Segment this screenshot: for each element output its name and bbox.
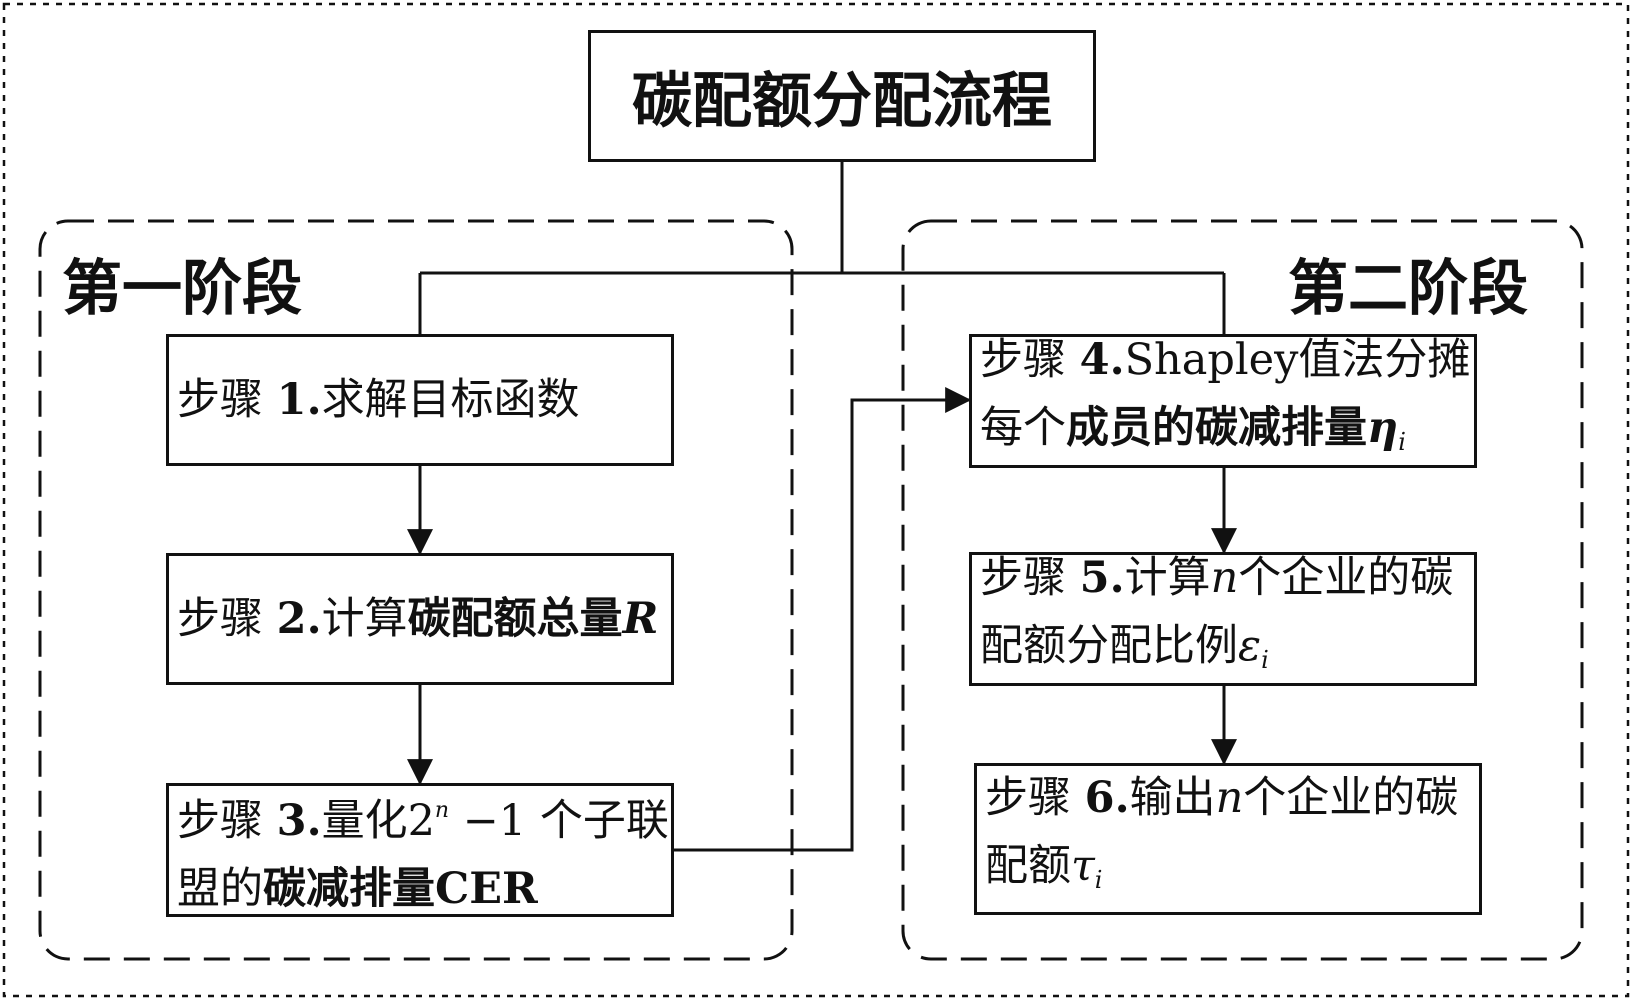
step2-box: 步骤 2.计算碳配额总量R	[166, 553, 674, 685]
step4-box: 步骤 4.Shapley值法分摊每个成员的碳减排量ηi	[969, 334, 1477, 468]
title-box: 碳配额分配流程	[588, 30, 1096, 162]
step1-text: 步骤 1.求解目标函数	[177, 375, 580, 425]
step6-text: 步骤 6.输出n个企业的碳配额τi	[985, 773, 1459, 894]
step2-text: 步骤 2.计算碳配额总量R	[177, 594, 659, 644]
stage2-region	[901, 219, 1584, 961]
step4-text: 步骤 4.Shapley值法分摊每个成员的碳减排量ηi	[980, 335, 1471, 456]
stage1-region	[38, 219, 794, 961]
step5-box: 步骤 5.计算n个企业的碳配额分配比例εi	[969, 552, 1477, 686]
stage2-label: 第二阶段	[1288, 254, 1528, 324]
step6-box: 步骤 6.输出n个企业的碳配额τi	[974, 763, 1482, 915]
arrow-step3-step4	[674, 387, 972, 852]
diagram-title: 碳配额分配流程	[632, 66, 1052, 137]
stage1-label: 第一阶段	[62, 254, 302, 324]
step3-box: 步骤 3.量化2n −1 个子联盟的碳减排量CER	[166, 783, 674, 917]
step5-text: 步骤 5.计算n个企业的碳配额分配比例εi	[980, 553, 1454, 674]
step3-text: 步骤 3.量化2n −1 个子联盟的碳减排量CER	[177, 796, 669, 914]
step1-box: 步骤 1.求解目标函数	[166, 334, 674, 466]
